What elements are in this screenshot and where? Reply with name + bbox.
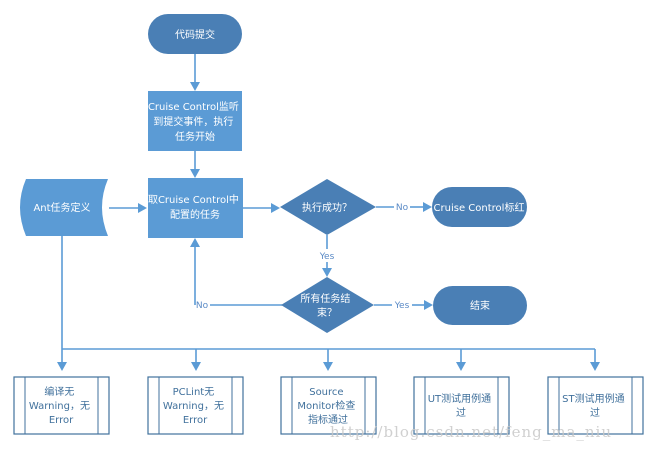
arrowhead-icon [190,169,200,178]
arrowhead-icon [322,268,332,277]
terminator-shape [432,187,527,227]
node-label: 取Cruise Control中 配置的任务 [148,193,242,221]
arrowhead-icon [57,362,67,371]
arrowhead-icon [424,300,433,310]
decision-shape [280,179,376,235]
node-label: Cruise Control标红 [434,201,525,214]
node-label: 编译无 Warning，无 Error [29,385,93,426]
node-fetch-tasks[interactable]: 取Cruise Control中 配置的任务 [148,178,243,238]
arrowhead-icon [190,238,200,247]
decision-shape [281,277,374,333]
node-start[interactable]: 代码提交 [148,14,242,54]
predefined-process-shape [413,376,510,435]
node-label: UT测试用例通 过 [428,392,495,419]
arrowhead-icon [456,362,466,371]
watermark: http://blog.csdn.net/feng_ma_niu [330,423,612,441]
node-label: PCLint无 Warning，无 Error [163,387,227,426]
predefined-process-shape [147,376,244,435]
edge-label-exec-yes: Yes [319,252,335,262]
node-task-compile[interactable]: 编译无 Warning，无 Error [13,376,110,435]
predefined-process-shape [547,376,644,435]
node-task-pclint[interactable]: PCLint无 Warning，无 Error [147,376,244,435]
edge-label-done-no: No [196,301,209,311]
predefined-process-shape [280,376,377,435]
node-all-done[interactable]: 所有任务结 束？ [281,277,374,333]
node-label: 所有任务结 束？ [300,292,353,319]
terminator-shape [148,14,242,54]
node-task-ut[interactable]: UT测试用例通 过 [413,376,510,435]
node-task-source-monitor[interactable]: Source Monitor检查 指标通过 [280,376,377,435]
node-end[interactable]: 结束 [433,286,527,325]
arrowhead-icon [271,203,280,213]
node-label: 执行成功？ [302,201,352,214]
node-label: Ant任务定义 [33,201,90,214]
arrowhead-icon [590,362,600,371]
node-label: Cruise Control监听 到提交事件，执行 任务开始 [148,100,242,143]
arrowhead-icon [191,362,201,371]
node-exec-success[interactable]: 执行成功？ [280,179,376,235]
arrowhead-icon [138,203,147,213]
process-shape [148,91,242,151]
node-listen[interactable]: Cruise Control监听 到提交事件，执行 任务开始 [148,91,242,151]
node-task-st[interactable]: ST测试用例通 过 [547,376,644,435]
predefined-process-shape [13,376,110,435]
arrowhead-icon [323,362,333,371]
node-label: 结束 [470,299,490,312]
edge-label-done-yes: Yes [394,301,410,311]
node-ant-definition[interactable]: Ant任务定义 [20,179,108,236]
stored-data-shape [20,179,108,236]
node-label: ST测试用例通 过 [562,392,628,419]
edge-label-exec-no: No [396,203,409,213]
node-label: 代码提交 [175,28,215,41]
node-mark-red[interactable]: Cruise Control标红 [432,187,527,227]
arrowhead-icon [423,202,432,212]
arrowhead-icon [190,82,200,91]
terminator-shape [433,286,527,325]
node-label: Source Monitor检查 指标通过 [297,387,358,426]
connectors [57,54,600,371]
process-shape [148,178,243,238]
